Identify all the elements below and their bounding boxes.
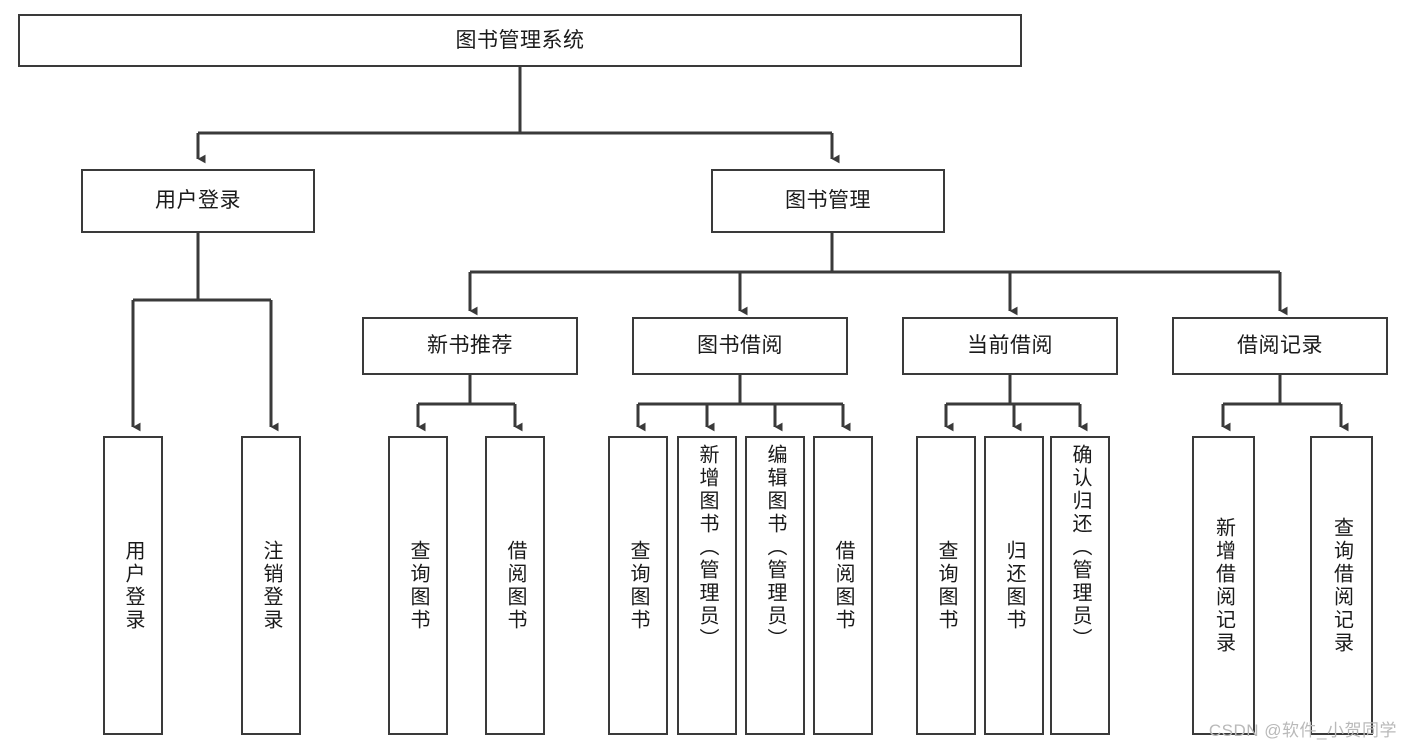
leaf-borrow-edit-book-admin-label: 编辑图书（管理员）	[764, 444, 786, 651]
leaf-new-book-borrow[interactable]: 借阅图书	[485, 436, 545, 735]
leaf-new-book-query[interactable]: 查询图书	[388, 436, 448, 735]
node-user-login-label: 用户登录	[155, 189, 241, 213]
leaf-current-return-book-label: 归还图书	[1003, 539, 1025, 632]
leaf-new-book-query-label: 查询图书	[407, 539, 429, 632]
leaf-borrow-add-book-admin-label: 新增图书（管理员）	[696, 444, 718, 651]
leaf-user-login-logout-label: 注销登录	[260, 539, 282, 632]
node-book-borrow[interactable]: 图书借阅	[632, 317, 848, 375]
leaf-current-query-book[interactable]: 查询图书	[916, 436, 976, 735]
leaf-user-login-logout[interactable]: 注销登录	[241, 436, 301, 735]
leaf-current-query-book-label: 查询图书	[935, 539, 957, 632]
node-root[interactable]: 图书管理系统	[18, 14, 1022, 67]
leaf-user-login-login-label: 用户登录	[122, 539, 144, 632]
leaf-current-return-book[interactable]: 归还图书	[984, 436, 1044, 735]
node-current-borrow[interactable]: 当前借阅	[902, 317, 1118, 375]
leaf-borrow-query-book[interactable]: 查询图书	[608, 436, 668, 735]
node-borrow-record-label: 借阅记录	[1237, 334, 1323, 358]
node-current-borrow-label: 当前借阅	[967, 334, 1053, 358]
leaf-user-login-login[interactable]: 用户登录	[103, 436, 163, 735]
leaf-borrow-borrow-book-label: 借阅图书	[832, 539, 854, 632]
leaf-record-add-record[interactable]: 新增借阅记录	[1192, 436, 1255, 735]
leaf-borrow-edit-book-admin[interactable]: 编辑图书（管理员）	[745, 436, 805, 735]
leaf-new-book-borrow-label: 借阅图书	[504, 539, 526, 632]
leaf-record-query-record[interactable]: 查询借阅记录	[1310, 436, 1373, 735]
node-book-management-label: 图书管理	[785, 189, 871, 213]
leaf-record-add-record-label: 新增借阅记录	[1212, 516, 1235, 655]
leaf-current-confirm-return-admin[interactable]: 确认归还（管理员）	[1050, 436, 1110, 735]
leaf-borrow-query-book-label: 查询图书	[627, 539, 649, 632]
leaf-borrow-borrow-book[interactable]: 借阅图书	[813, 436, 873, 735]
node-new-book-recommend[interactable]: 新书推荐	[362, 317, 578, 375]
node-borrow-record[interactable]: 借阅记录	[1172, 317, 1388, 375]
leaf-borrow-add-book-admin[interactable]: 新增图书（管理员）	[677, 436, 737, 735]
leaf-record-query-record-label: 查询借阅记录	[1330, 516, 1353, 655]
node-user-login[interactable]: 用户登录	[81, 169, 315, 233]
node-book-borrow-label: 图书借阅	[697, 334, 783, 358]
node-root-label: 图书管理系统	[455, 28, 585, 52]
leaf-current-confirm-return-admin-label: 确认归还（管理员）	[1069, 444, 1091, 651]
node-book-management[interactable]: 图书管理	[711, 169, 945, 233]
node-new-book-recommend-label: 新书推荐	[427, 334, 513, 358]
